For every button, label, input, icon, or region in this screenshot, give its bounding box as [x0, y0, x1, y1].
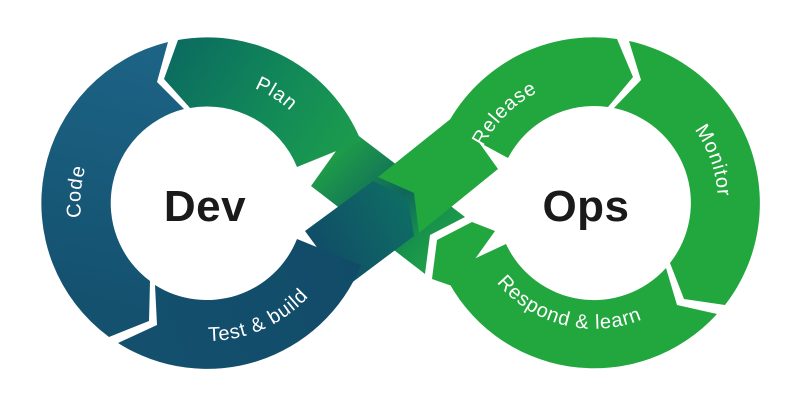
plan-segment: [164, 37, 361, 168]
dev-loop: [41, 37, 361, 369]
respond-learn-arrowhead-segment: [432, 222, 495, 287]
code-segment: [41, 42, 185, 337]
code-label: Code: [63, 163, 90, 219]
dev-title: Dev: [164, 182, 246, 231]
ops-title: Ops: [542, 182, 629, 231]
test-build-segment: [118, 239, 361, 369]
release-segment: [447, 37, 633, 158]
ops-loop: [444, 37, 760, 369]
respond-learn-segment: [444, 244, 717, 369]
monitor-segment: [614, 41, 760, 305]
release-tail-segment: [378, 113, 498, 233]
